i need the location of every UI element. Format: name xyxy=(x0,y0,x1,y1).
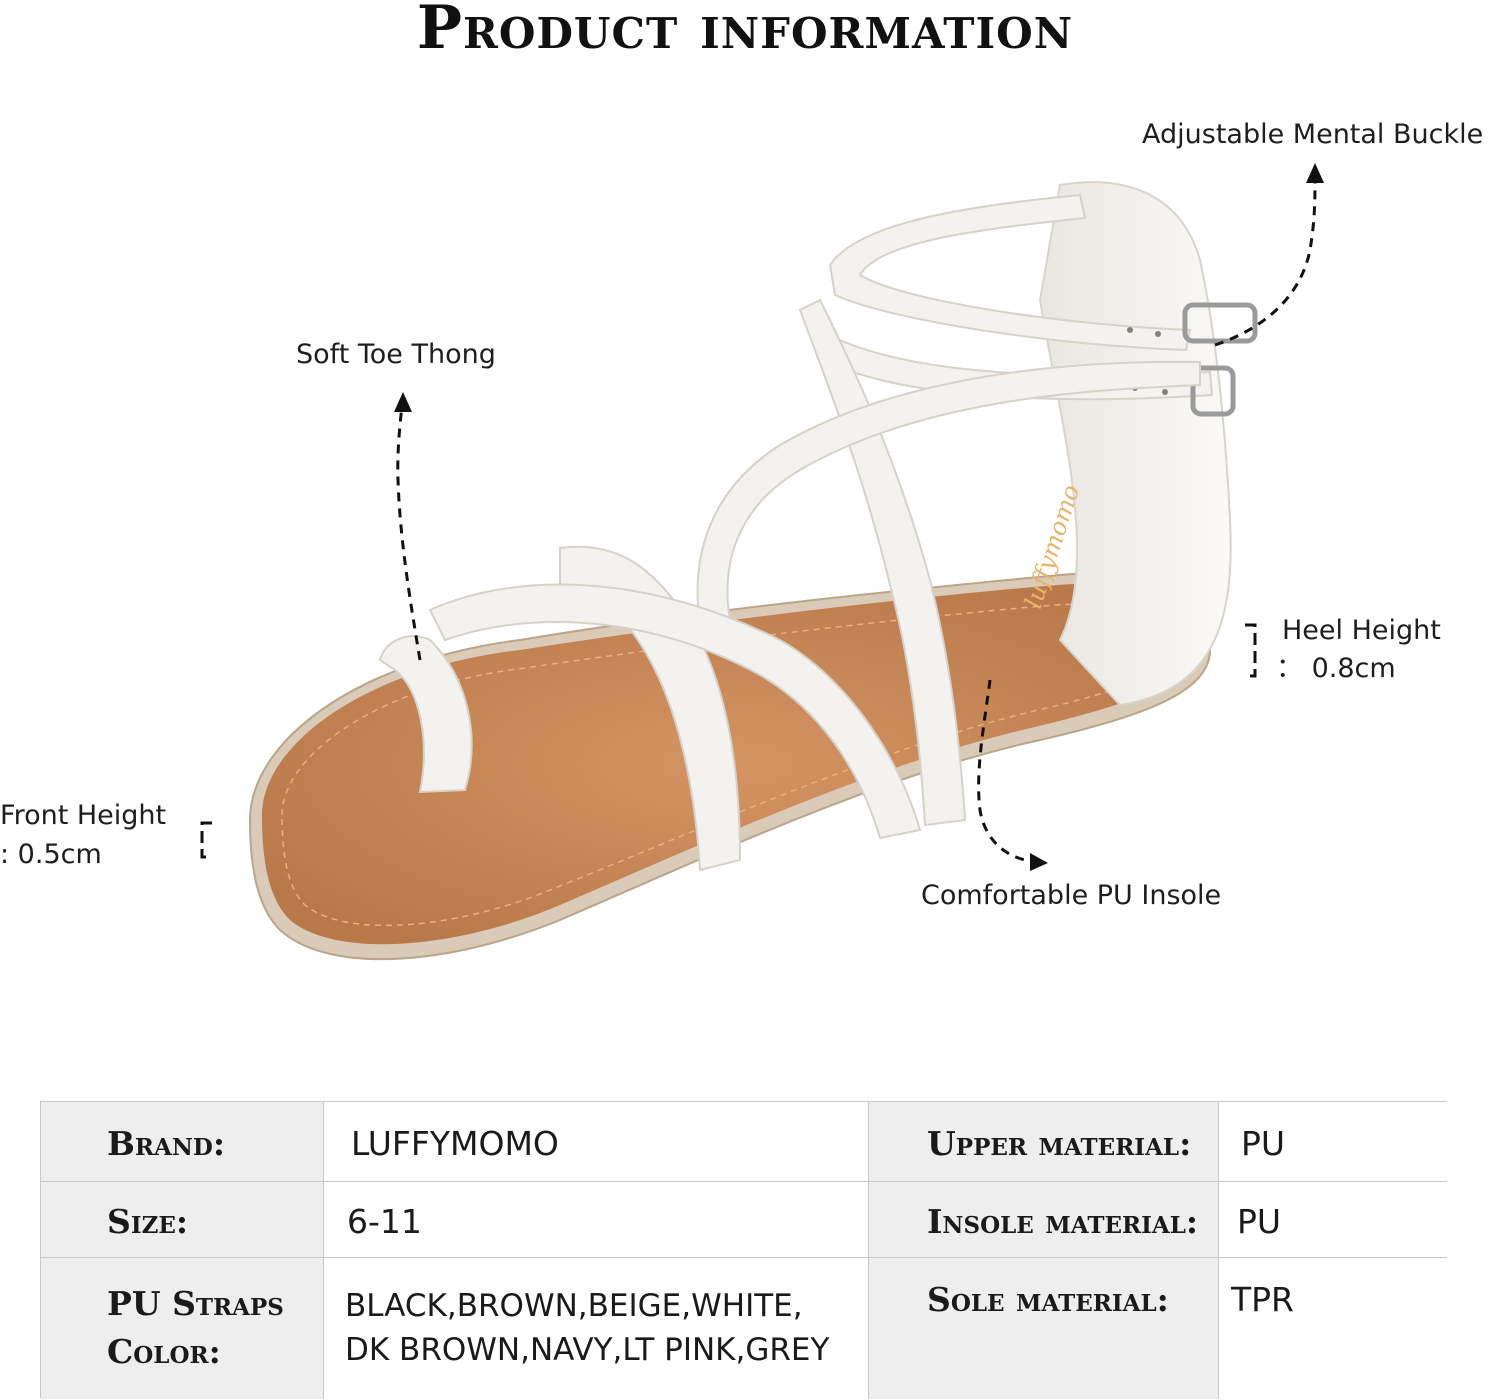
buckle-arrow xyxy=(1214,174,1317,347)
sole-material-value: TPR xyxy=(1219,1258,1447,1399)
heel-counter xyxy=(1038,181,1232,707)
heel-height-label: Heel Height xyxy=(1282,615,1441,646)
strap-color-label: PU Straps Color: xyxy=(41,1258,323,1399)
buckle-callout: Adjustable Mental Buckle xyxy=(1142,119,1484,150)
toe-callout: Soft Toe Thong xyxy=(296,339,496,370)
front-height-label: Front Height xyxy=(0,800,167,831)
brand-label: Brand: xyxy=(41,1102,323,1182)
strap-color-value: BLACK,BROWN,BEIGE,WHITE, DK BROWN,NAVY,L… xyxy=(323,1258,869,1399)
toe-arrow xyxy=(396,404,422,661)
buckle-lower xyxy=(1190,365,1236,417)
page-title: Product information xyxy=(416,0,1074,63)
front-strap-b xyxy=(428,583,922,840)
strap-color-label-line2: Color: xyxy=(107,1332,221,1371)
insole-arrow xyxy=(977,679,1036,864)
brand-value: LUFFYMOMO xyxy=(323,1102,869,1182)
heel-height-bracket xyxy=(1245,623,1257,678)
buckle-upper xyxy=(1182,302,1258,344)
upper-material-label: Upper material: xyxy=(869,1102,1219,1182)
strap-color-line1: BLACK,BROWN,BEIGE,WHITE, xyxy=(345,1288,803,1324)
insole-material-value: PU xyxy=(1219,1182,1447,1258)
sole-material-label: Sole material: xyxy=(869,1258,1219,1399)
ankle-strap-upper xyxy=(828,193,1192,352)
sandal-illustration: luffymomo xyxy=(200,163,1324,961)
spec-table: Brand: LUFFYMOMO Upper material: PU Size… xyxy=(40,1101,1447,1399)
insole-callout: Comfortable PU Insole xyxy=(921,880,1222,911)
strap-color-line2: DK BROWN,NAVY,LT PINK,GREY xyxy=(345,1332,830,1368)
heel-height-value: ： 0.8cm xyxy=(1276,653,1396,684)
upper-material-value: PU xyxy=(1219,1102,1447,1182)
front-height-bracket xyxy=(200,821,212,859)
toe-thong xyxy=(378,635,473,794)
front-strap-a xyxy=(559,545,742,872)
insole-material-label: Insole material: xyxy=(869,1182,1219,1258)
cross-strap-long xyxy=(798,298,967,827)
strap-color-label-line1: PU Straps xyxy=(107,1284,284,1323)
size-value: 6-11 xyxy=(323,1182,869,1258)
front-height-value: : 0.5cm xyxy=(0,839,102,870)
size-label: Size: xyxy=(41,1182,323,1258)
